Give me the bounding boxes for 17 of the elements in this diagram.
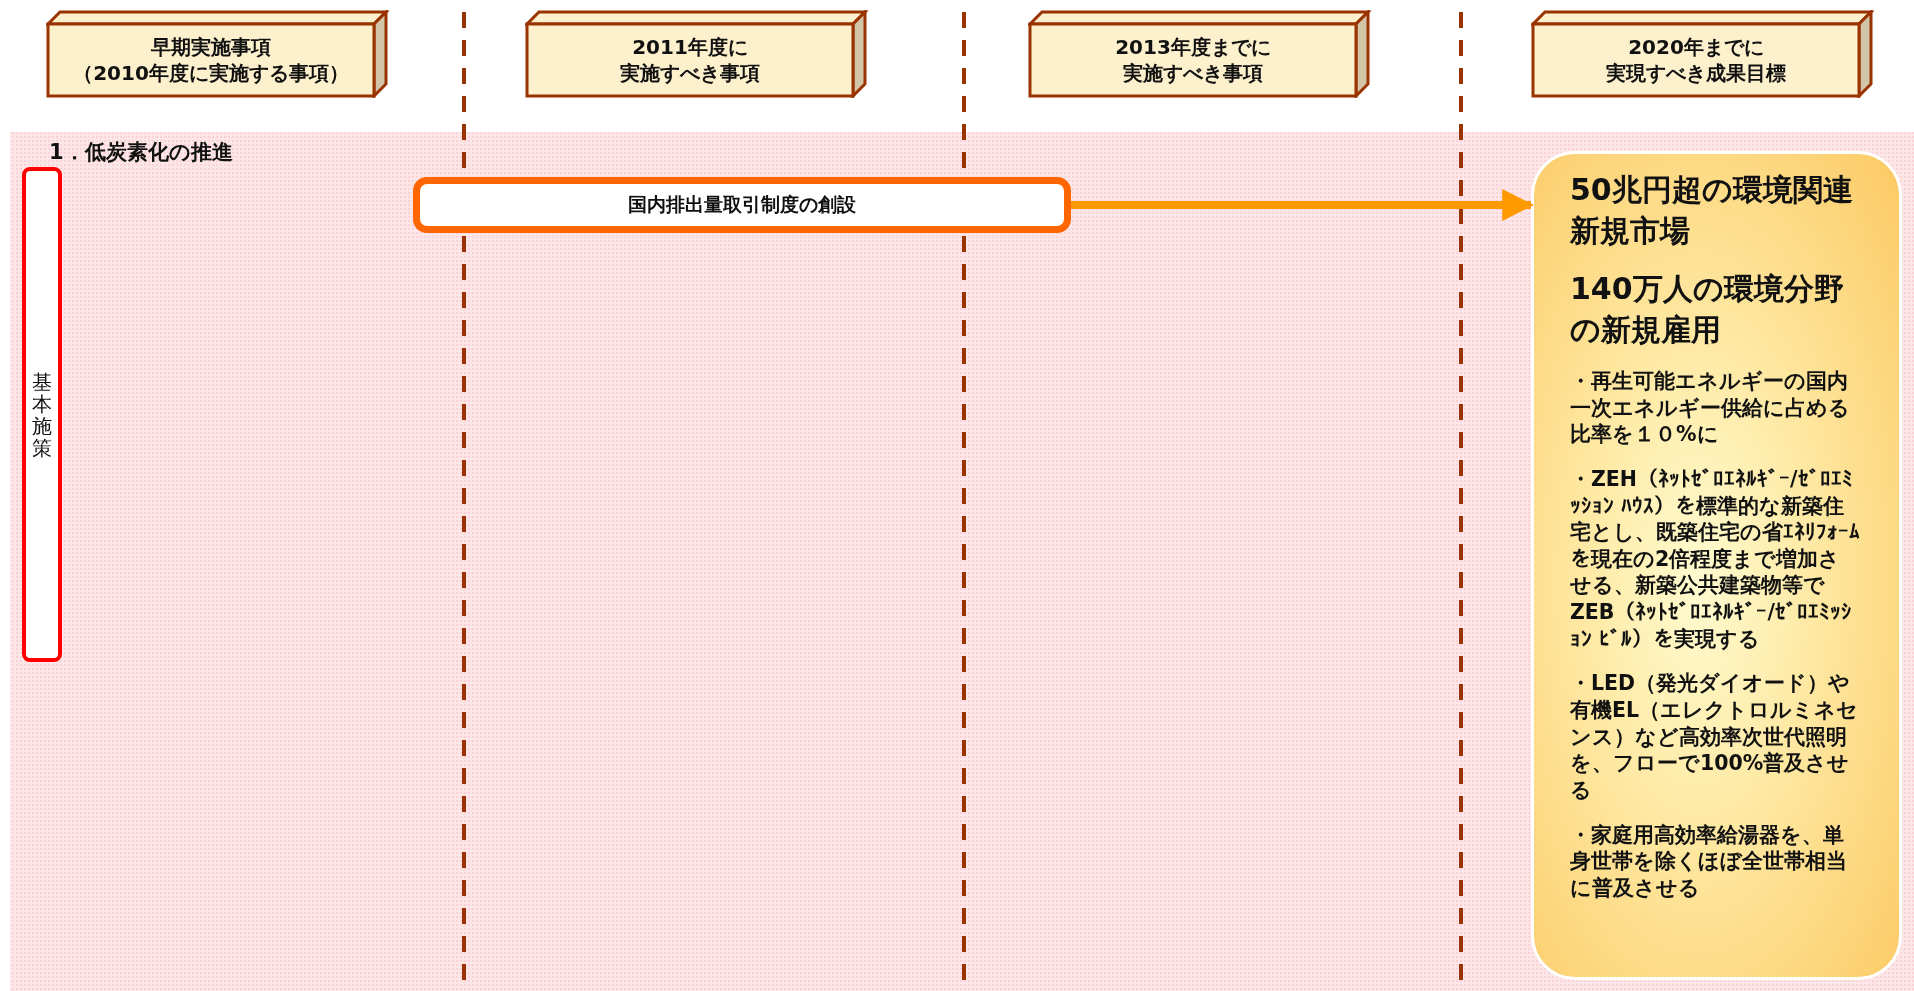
process-box	[413, 177, 1071, 233]
section-heading: 1．低炭素化の推進	[49, 139, 233, 166]
goal-item: ・家庭用高効率給湯器を、単身世帯を除くほぼ全世帯相当に普及させる	[1570, 821, 1848, 902]
process-text: 国内排出量取引制度の創設	[628, 192, 856, 217]
goal-heading: 50兆円超の環境関連新規市場	[1570, 171, 1854, 250]
arrow	[1071, 189, 1535, 221]
goal-heading: 140万人の環境分野の新規雇用	[1570, 270, 1845, 349]
header-text: 2013年度までに実施すべき事項	[1115, 34, 1271, 86]
header-text: 2020年までに実現すべき成果目標	[1606, 34, 1786, 86]
header-text: 早期実施事項（2010年度に実施する事項）	[73, 34, 349, 86]
label-box	[22, 167, 62, 662]
goal-box	[1531, 151, 1902, 980]
header-text: 2011年度に実施すべき事項	[620, 34, 760, 86]
goal-item: ・再生可能エネルギーの国内一次エネルギー供給に占める比率を１０%に	[1570, 368, 1851, 448]
goal-item: ・LED（発光ダイオード）や有機EL（エレクトロルミネセンス）など高効率次世代照明を、フローで100%普及させる	[1570, 670, 1860, 804]
vertical-label: 基本施策	[32, 370, 52, 459]
goal-item: ・ZEH（ﾈｯﾄｾﾞﾛｴﾈﾙｷﾞｰ/ｾﾞﾛｴﾐｯｼｮﾝ ﾊｳｽ）を標準的な新築住宅とし、既築住宅の省ｴﾈﾘﾌｫｰﾑを現在の2倍程度まで増加させる、新築公共建築物等でZEB（ﾈｯﾄｾﾞﾛｴﾈﾙｷﾞｰ/ｾﾞﾛｴﾐｯｼｮﾝ ﾋﾞﾙ）を実現する	[1570, 465, 1861, 653]
